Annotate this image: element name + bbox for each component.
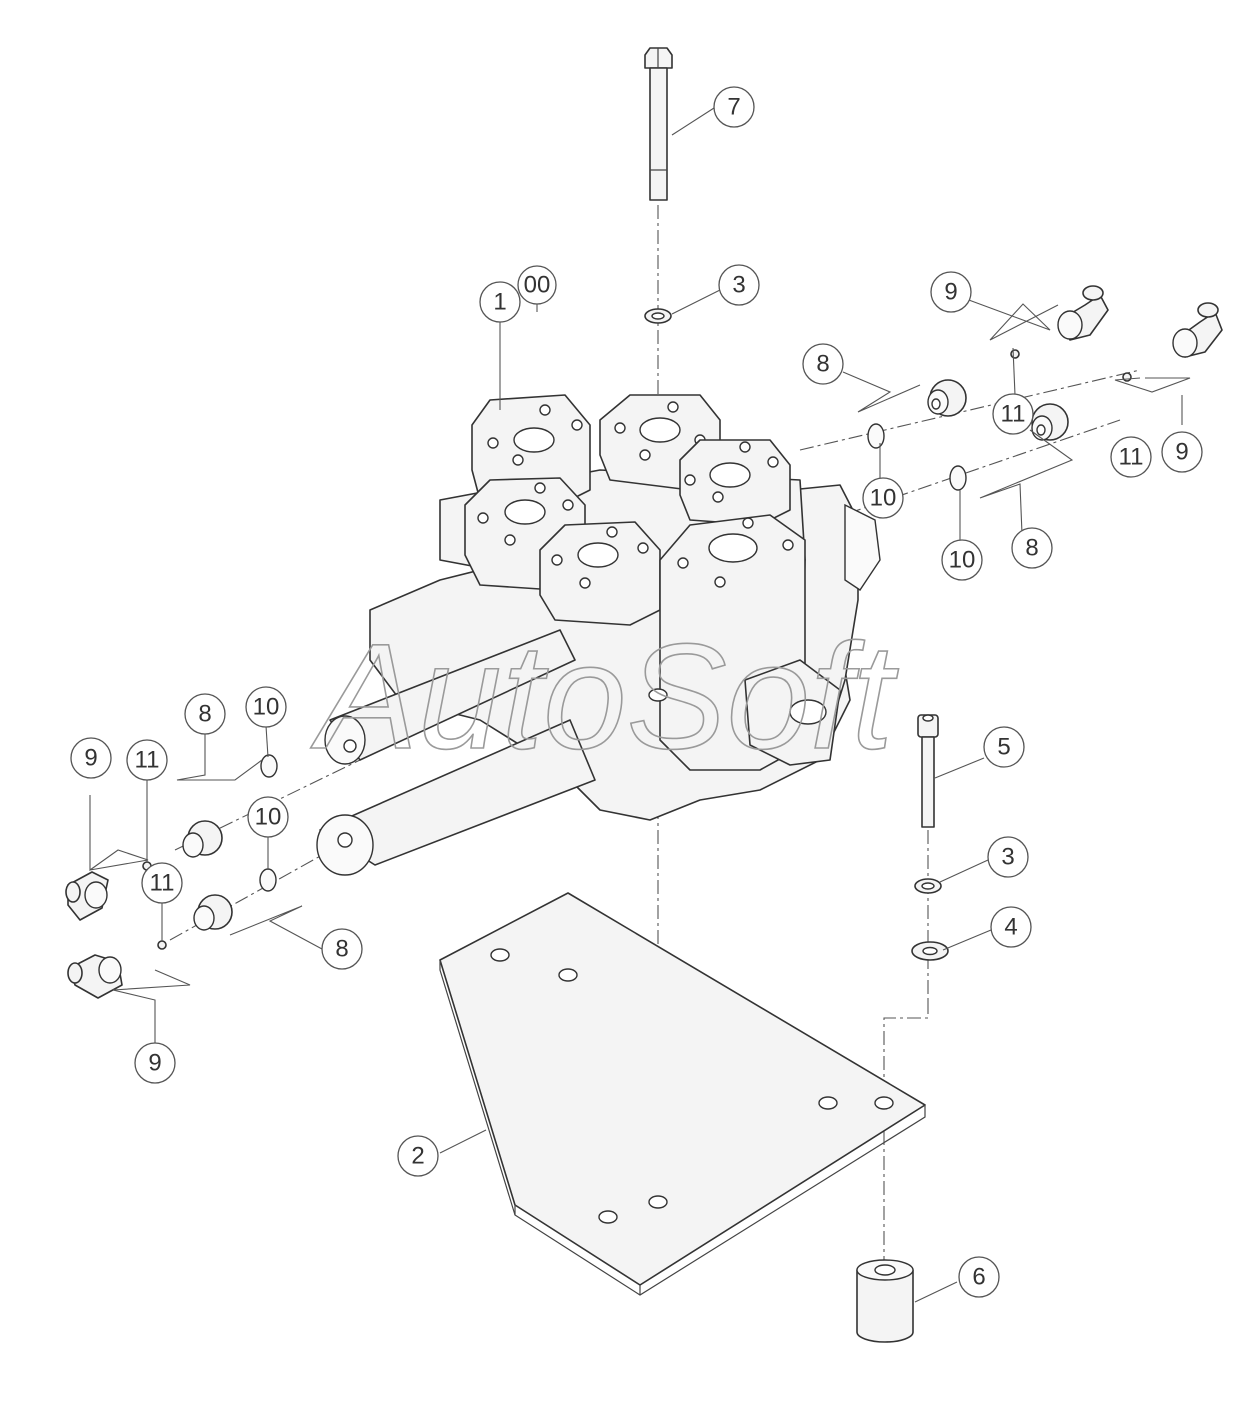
svg-text:11: 11 (135, 747, 160, 774)
spacer-bushing (856, 1259, 914, 1343)
svg-text:5: 5 (997, 734, 1010, 761)
svg-text:9: 9 (944, 279, 957, 306)
seal-ring-upper-left (260, 754, 278, 778)
callout-10-lower-left: 10 (247, 796, 289, 838)
callout-11-far-right: 11 (1110, 436, 1152, 478)
lock-washer-top (644, 308, 672, 324)
callout-10-lower-right: 10 (941, 539, 983, 581)
svg-text:10: 10 (253, 694, 280, 721)
svg-text:4: 4 (1004, 914, 1017, 941)
seal-ring-lower-left (259, 868, 277, 892)
svg-text:8: 8 (816, 351, 829, 378)
seal-ring-upper-right (867, 423, 885, 449)
callout-6: 6 (958, 1256, 1000, 1298)
svg-text:8: 8 (1025, 535, 1038, 562)
svg-text:11: 11 (1001, 401, 1026, 428)
callout-10-upper-left: 10 (245, 686, 287, 728)
elbow-upper-left (65, 871, 109, 921)
watermark-text: AutoSoft (310, 612, 899, 780)
callout-8-upper-right: 8 (802, 343, 844, 385)
leader-lines (89, 107, 1191, 1303)
svg-text:10: 10 (949, 547, 976, 574)
callout-5: 5 (983, 726, 1025, 768)
callout-10-upper-right: 10 (862, 477, 904, 519)
svg-text:00: 00 (524, 272, 551, 299)
svg-text:7: 7 (727, 94, 740, 121)
svg-text:1: 1 (493, 289, 506, 316)
adapter-lower-left (193, 894, 233, 931)
svg-text:3: 3 (732, 272, 745, 299)
callout-7: 7 (713, 86, 755, 128)
svg-text:8: 8 (198, 701, 211, 728)
elbow-lower-left (67, 954, 123, 999)
elbow-lower-right (1172, 302, 1223, 358)
control-valve-body (316, 394, 881, 876)
callout-9-upper-right: 9 (930, 271, 972, 313)
o-ring-lower-left (157, 940, 167, 950)
adapter-upper-left (182, 820, 223, 858)
svg-text:8: 8 (335, 936, 348, 963)
callout-11-lower-left: 11 (141, 862, 183, 904)
svg-text:2: 2 (411, 1143, 424, 1170)
callout-9-lower-left: 9 (134, 1042, 176, 1084)
callout-11-upper-left: 11 (126, 739, 168, 781)
svg-text:6: 6 (972, 1264, 985, 1291)
mounting-plate (439, 892, 926, 1296)
callout-8-upper-left: 8 (184, 693, 226, 735)
adapter-upper-right (927, 379, 967, 417)
svg-text:9: 9 (1175, 439, 1188, 466)
callout-4: 4 (990, 906, 1032, 948)
callout-3-top: 3 (718, 264, 760, 306)
callout-3-bottom: 3 (987, 836, 1029, 878)
svg-text:11: 11 (150, 870, 175, 897)
adapter-lower-right (1031, 403, 1069, 441)
callout-00: 00 (517, 265, 557, 305)
seal-ring-lower-right (949, 465, 967, 491)
svg-text:9: 9 (84, 745, 97, 772)
fittings-left (65, 754, 278, 999)
callout-8-lower-right: 8 (1011, 527, 1053, 569)
callout-9-far-right: 9 (1161, 431, 1203, 473)
svg-text:11: 11 (1119, 444, 1144, 471)
lock-washer-bottom (914, 878, 942, 894)
svg-text:9: 9 (148, 1050, 161, 1077)
svg-text:10: 10 (255, 804, 282, 831)
flat-washer (911, 941, 949, 961)
elbow-upper-right (1057, 285, 1109, 341)
svg-text:10: 10 (870, 485, 897, 512)
callout-2: 2 (397, 1135, 439, 1177)
svg-text:3: 3 (1001, 844, 1014, 871)
o-ring-upper-right (1010, 349, 1020, 359)
cap-screw (917, 714, 939, 828)
long-bolt (644, 47, 673, 201)
callout-9-upper-left: 9 (70, 737, 112, 779)
callout-11-upper-right: 11 (992, 393, 1034, 435)
callout-8-lower-left: 8 (321, 928, 363, 970)
callout-1: 1 (479, 281, 521, 323)
